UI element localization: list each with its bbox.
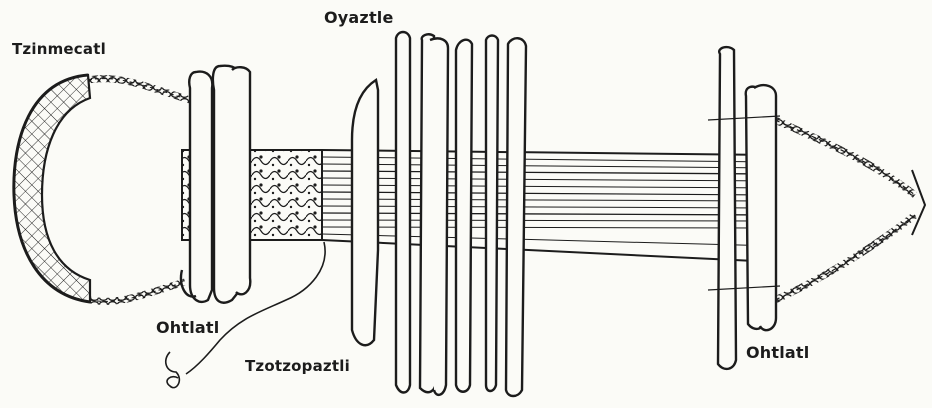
warp-threads	[322, 150, 775, 262]
backstrap-tzinmecatl	[14, 75, 90, 302]
label-tzotzopaztli: Tzotzopaztli	[245, 357, 350, 375]
left-cords	[88, 79, 190, 302]
label-ohtlatl-left: Ohtlatl	[156, 318, 219, 337]
label-oyaztle: Oyaztle	[324, 8, 394, 27]
ohtlatl-left-bar	[181, 66, 250, 303]
right-cords	[775, 120, 925, 300]
label-tzinmecatl: Tzinmecatl	[12, 40, 106, 58]
label-ohtlatl-right: Ohtlatl	[746, 343, 809, 362]
